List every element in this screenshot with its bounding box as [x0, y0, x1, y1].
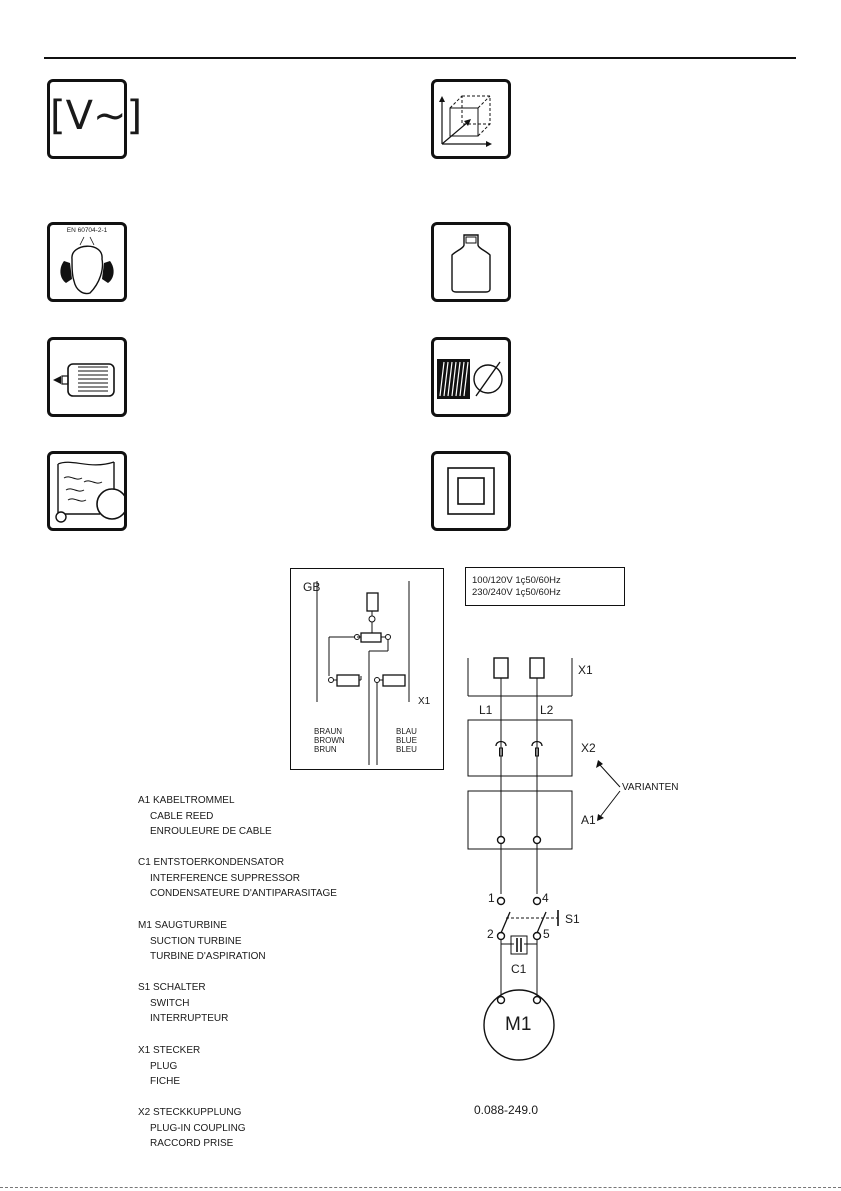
legend-code: S1 SCHALTER [138, 982, 206, 993]
circuit-schematic [467, 657, 621, 1061]
voltage-label: [V~] [50, 93, 143, 139]
top-rule [44, 57, 796, 59]
legend-line: PLUG [150, 1060, 178, 1072]
legend-line: RACCORD PRISE [150, 1138, 234, 1149]
terminal-1-label: 1 [488, 891, 495, 905]
legend-line: INTERRUPTEUR [150, 1013, 229, 1024]
x1-label: X1 [578, 663, 593, 677]
gb-terminal-label: X1 [418, 696, 431, 707]
legend-x1: X1 STECKER PLUG FICHE [138, 1043, 200, 1090]
legend-s1: S1 SCHALTER SWITCH INTERRUPTEUR [138, 980, 228, 1027]
l1-label: L1 [479, 703, 493, 717]
voltage-spec-box: 100/120V 1ç50/60Hz 230/240V 1ç50/60Hz [465, 567, 625, 606]
terminal-5-label: 5 [543, 927, 550, 941]
voltage-spec-240: 230/240V 1ç50/60Hz [472, 587, 561, 598]
brown-wire-labels: BRAUN BROWN BRUN [314, 727, 345, 754]
motor-icon [47, 337, 127, 417]
cable-length-icon [431, 337, 511, 417]
legend-code: X1 STECKER [138, 1045, 201, 1056]
legend-code: C1 ENTSTOERKONDENSATOR [138, 857, 285, 868]
voltage-spec-120: 100/120V 1ç50/60Hz [472, 575, 561, 586]
legend-c1: C1 ENTSTOERKONDENSATOR INTERFERENCE SUPP… [138, 855, 337, 902]
legend-line: SUCTION TURBINE [150, 935, 242, 947]
x2-label: X2 [581, 741, 596, 755]
blue-wire-labels: BLAU BLUE BLEU [396, 727, 417, 754]
brown-label-fr: BRUN [314, 745, 337, 754]
legend-code: A1 KABELTROMMEL [138, 795, 235, 806]
terminal-2-label: 2 [487, 927, 494, 941]
weight-icon [431, 222, 511, 302]
legend-line: PLUG-IN COUPLING [150, 1122, 246, 1134]
legend-code: M1 SAUGTURBINE [138, 920, 227, 931]
s1-label: S1 [565, 912, 580, 926]
legend-line: SWITCH [150, 997, 190, 1009]
bottom-rule [0, 1187, 841, 1189]
container-volume-icon [47, 451, 127, 531]
m1-label: M1 [505, 1014, 532, 1035]
terminal-4-label: 4 [542, 891, 549, 905]
legend-line: FICHE [150, 1076, 180, 1087]
gb-region-label: GB [303, 580, 321, 594]
voltage-symbol: [V~] [47, 79, 143, 159]
legend-line: TURBINE D'ASPIRATION [150, 951, 266, 962]
blue-label-fr: BLEU [396, 745, 417, 754]
dimensions-icon [431, 79, 511, 159]
legend-m1: M1 SAUGTURBINE SUCTION TURBINE TURBINE D… [138, 918, 266, 965]
blue-label-en: BLUE [396, 736, 417, 745]
l2-label: L2 [540, 703, 554, 717]
legend-code: X2 STECKKUPPLUNG [138, 1107, 242, 1118]
a1-label: A1 [581, 813, 596, 827]
blue-label-de: BLAU [396, 727, 417, 736]
legend-x2: X2 STECKKUPPLUNG PLUG-IN COUPLING RACCOR… [138, 1105, 246, 1152]
hearing-standard-label: EN 60704-2-1 [66, 227, 108, 234]
legend-line: ENROULEURE DE CABLE [150, 826, 272, 837]
legend-line: CONDENSATEURE D'ANTIPARASITAGE [150, 888, 337, 899]
double-insulation-icon [431, 451, 511, 531]
c1-label: C1 [511, 962, 527, 976]
hearing-protection-icon: EN 60704-2-1 [47, 222, 127, 302]
varianten-label: VARIANTEN [622, 782, 679, 793]
legend-line: INTERFERENCE SUPPRESSOR [150, 872, 301, 884]
gb-wiring-diagram: GB X1 BRAUN BROWN BRUN BLAU BLUE BLEU [290, 568, 444, 770]
drawing-number: 0.088-249.0 [474, 1103, 539, 1117]
legend-a1: A1 KABELTROMMEL CABLE REED ENROULEURE DE… [138, 793, 272, 840]
brown-label-de: BRAUN [314, 727, 343, 736]
brown-label-en: BROWN [314, 736, 345, 745]
legend-line: CABLE REED [150, 810, 214, 822]
